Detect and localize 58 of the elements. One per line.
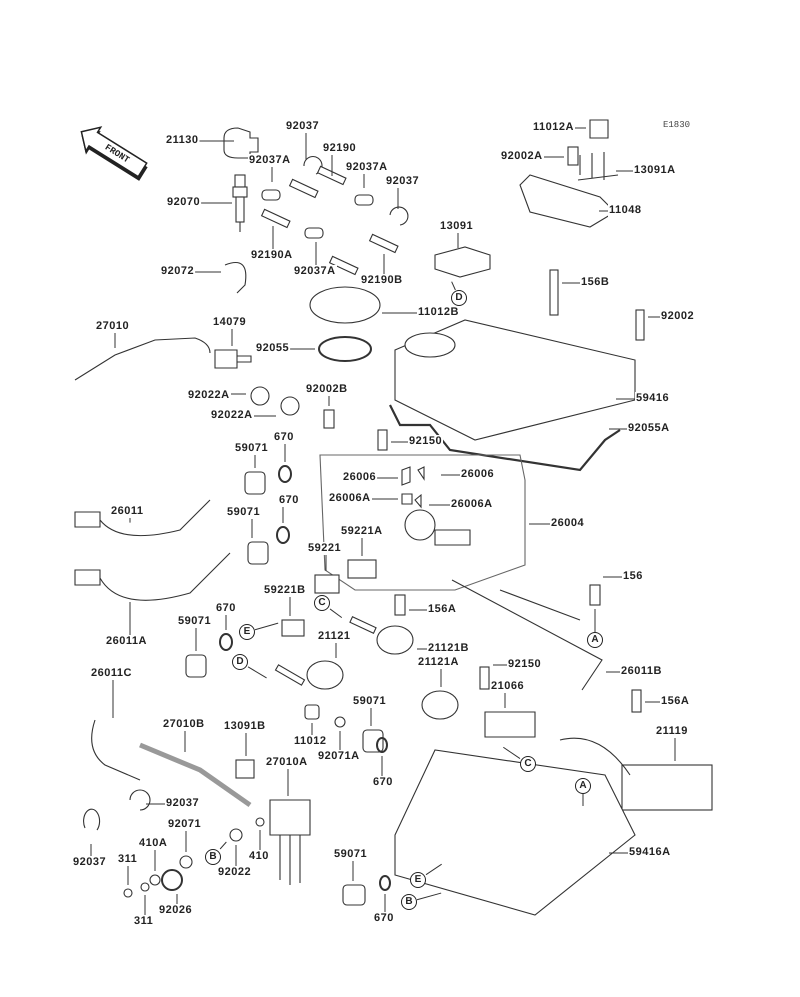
leader-line xyxy=(254,622,279,630)
reference-letter: D xyxy=(232,654,248,670)
leader-line xyxy=(114,332,116,348)
leader-line xyxy=(648,316,660,318)
leader-line xyxy=(451,281,456,290)
leader-line xyxy=(616,170,634,172)
leader-line xyxy=(328,396,330,406)
leader-line xyxy=(492,664,508,666)
reference-letter: E xyxy=(239,624,255,640)
leader-line xyxy=(428,504,450,506)
leader-line xyxy=(382,312,418,314)
leader-line xyxy=(272,226,274,250)
leader-line xyxy=(200,202,232,204)
leader-line xyxy=(426,864,442,876)
leader-line xyxy=(282,506,284,524)
leader-line xyxy=(608,852,628,854)
leader-line xyxy=(112,680,114,718)
leader-line xyxy=(616,398,636,400)
reference-letter: B xyxy=(401,894,417,910)
leader-line xyxy=(90,844,92,856)
leader-line xyxy=(602,576,622,578)
leader-line xyxy=(440,668,442,688)
part-number: 59221 xyxy=(307,542,342,555)
leader-line xyxy=(198,140,234,142)
leader-line xyxy=(594,608,596,632)
leader-line xyxy=(416,892,442,900)
reference-letter: A xyxy=(587,632,603,648)
leader-line xyxy=(562,282,580,284)
leader-line xyxy=(502,746,520,760)
leader-line xyxy=(543,156,564,158)
reference-letter: C xyxy=(314,595,330,611)
leader-line xyxy=(254,454,256,468)
reference-letter: D xyxy=(451,290,467,306)
leader-line xyxy=(248,666,268,678)
leader-line xyxy=(582,794,584,806)
leader-line xyxy=(176,894,178,904)
leader-line xyxy=(504,692,506,708)
leader-line xyxy=(440,474,460,476)
leader-line xyxy=(674,738,676,762)
leader-line xyxy=(154,850,156,872)
leader-line xyxy=(416,648,428,650)
leader-line xyxy=(370,708,372,726)
leader-line xyxy=(220,842,227,850)
leader-line xyxy=(184,730,186,752)
leader-line xyxy=(290,348,316,350)
leader-line xyxy=(144,894,146,916)
leader-line xyxy=(598,210,608,212)
leader-line xyxy=(608,428,628,430)
leader-line xyxy=(330,608,342,618)
leader-line xyxy=(284,444,286,462)
reference-letter: B xyxy=(205,849,221,865)
part-number: 11048 xyxy=(608,204,642,217)
leader-line xyxy=(352,860,354,882)
reference-letter: C xyxy=(520,756,536,772)
leader-line xyxy=(371,498,398,500)
diagram-code: E1830 xyxy=(663,119,690,131)
reference-letter: E xyxy=(410,872,426,888)
leader-line xyxy=(384,894,386,912)
